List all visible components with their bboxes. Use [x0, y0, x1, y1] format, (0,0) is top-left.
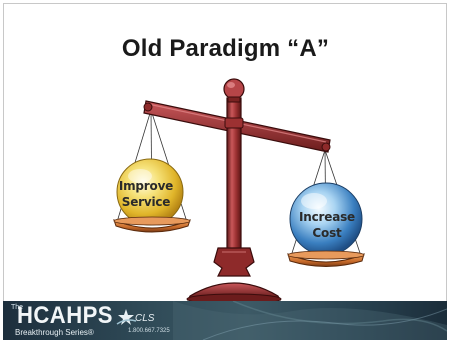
- scale-pole: [213, 78, 255, 277]
- star-swoosh-icon: [116, 309, 137, 325]
- brand-subtitle: Breakthrough Series®: [15, 328, 94, 337]
- footer-wave-decoration: [173, 301, 447, 340]
- partner-phone: 1.800.667.7325: [128, 328, 170, 334]
- brand-prefix: The: [11, 304, 24, 311]
- improve-service-label: Improve Service: [118, 179, 174, 209]
- footer-banner: The HCAHPS Breakthrough Series® CLS 1.80…: [3, 301, 447, 340]
- improve-service-ball: [116, 158, 184, 226]
- right-pan: [287, 250, 365, 267]
- increase-cost-ball: [289, 182, 363, 256]
- hcahps-logo: The HCAHPS Breakthrough Series®: [9, 303, 113, 339]
- cls-logo: CLS 1.800.667.7325: [115, 305, 185, 337]
- left-pan: [113, 216, 191, 233]
- partner-name: CLS: [135, 313, 155, 324]
- increase-cost-label: Increase Cost: [299, 210, 355, 240]
- slide-title: Old Paradigm “A”: [121, 35, 330, 62]
- brand-name: HCAHPS: [17, 302, 113, 329]
